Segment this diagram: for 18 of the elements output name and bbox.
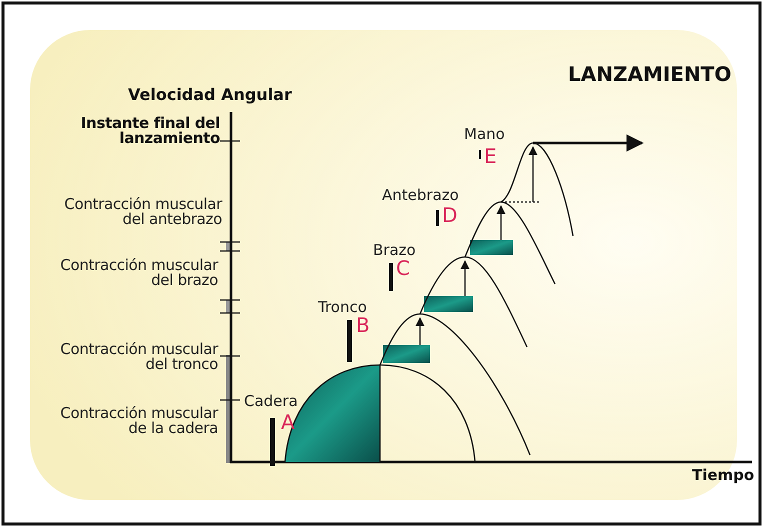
axis-label: Contracción muscular del brazo: [60, 258, 218, 288]
axis-label: Contracción muscular de la cadera: [60, 406, 218, 436]
axis-title: Velocidad Angular: [128, 85, 292, 104]
diagram-title: LANZAMIENTO: [568, 62, 732, 86]
part-name: Cadera: [244, 392, 298, 410]
part-letter: D: [442, 203, 458, 227]
part-name: Antebrazo: [382, 186, 459, 204]
part-name: Mano: [464, 125, 505, 143]
axis-label: Contracción muscular del tronco: [60, 342, 218, 372]
axis-title: Tiempo: [692, 466, 754, 484]
part-name: Brazo: [373, 241, 416, 259]
part-letter: C: [396, 256, 410, 280]
part-letter: B: [356, 313, 370, 337]
part-name: Tronco: [318, 298, 367, 316]
axis-label: Contracción muscular del antebrazo: [63, 197, 222, 227]
part-letter: E: [484, 144, 497, 168]
axis-label: Instante final del lanzamiento: [80, 116, 220, 146]
part-letter: A: [281, 410, 295, 434]
